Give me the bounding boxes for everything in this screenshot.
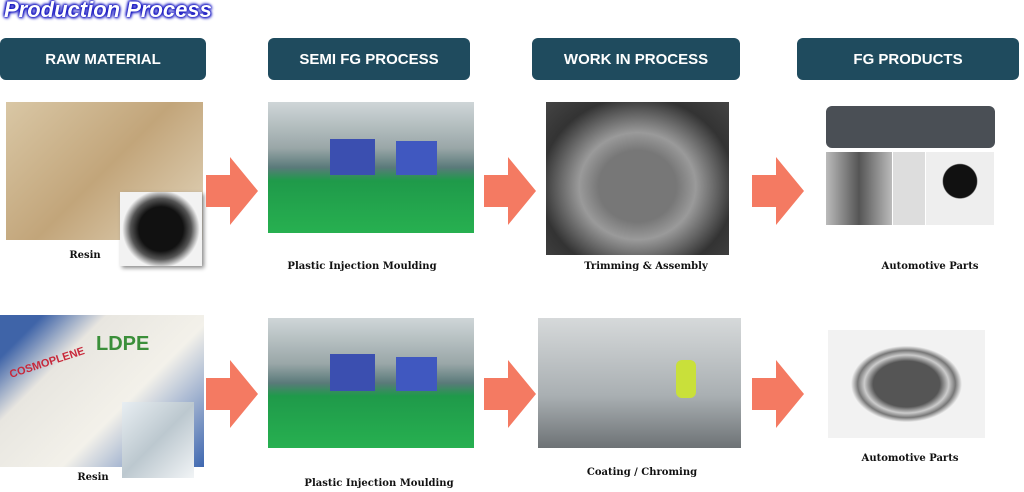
arrow-right-icon bbox=[752, 157, 804, 225]
label-resin-2: Resin bbox=[77, 472, 109, 483]
header-fg-products: FG PRODUCTS bbox=[797, 38, 1019, 80]
label-coating-chroming: Coating / Chroming bbox=[586, 467, 698, 478]
injection-moulding-image-2 bbox=[268, 318, 474, 448]
brand-bag-text: COSMOPLENE bbox=[8, 345, 87, 381]
trimming-assembly-image bbox=[546, 102, 729, 255]
fastener-part-image bbox=[926, 152, 994, 225]
clip-part-image bbox=[893, 152, 925, 225]
chrome-emblem-image bbox=[828, 330, 985, 438]
label-injection-moulding: Plastic Injection Moulding bbox=[287, 261, 437, 272]
header-semi-fg-process: SEMI FG PROCESS bbox=[268, 38, 470, 80]
label-trimming-assembly: Trimming & Assembly bbox=[584, 261, 708, 272]
label-injection-moulding-2: Plastic Injection Moulding bbox=[304, 478, 454, 489]
ldpe-bag-text: LDPE bbox=[96, 333, 150, 355]
arrow-right-icon bbox=[484, 360, 536, 428]
header-work-in-process: WORK IN PROCESS bbox=[532, 38, 740, 80]
arrow-right-icon bbox=[206, 157, 258, 225]
page-title: Production Process bbox=[4, 0, 212, 22]
label-automotive-parts-2: Automotive Parts bbox=[861, 453, 959, 464]
arrow-right-icon bbox=[752, 360, 804, 428]
worker-figure bbox=[676, 360, 696, 398]
arrow-right-icon bbox=[484, 157, 536, 225]
label-automotive-parts: Automotive Parts bbox=[881, 261, 979, 272]
coating-chroming-image bbox=[538, 318, 741, 448]
dashboard-part-image bbox=[826, 106, 995, 148]
clear-pellets-image bbox=[122, 402, 194, 478]
arrow-right-icon bbox=[206, 360, 258, 428]
black-pellets-image bbox=[120, 192, 202, 266]
label-resin: Resin bbox=[69, 250, 101, 261]
handle-part-image bbox=[826, 152, 892, 225]
header-raw-material: RAW MATERIAL bbox=[0, 38, 206, 80]
injection-moulding-image bbox=[268, 102, 474, 233]
